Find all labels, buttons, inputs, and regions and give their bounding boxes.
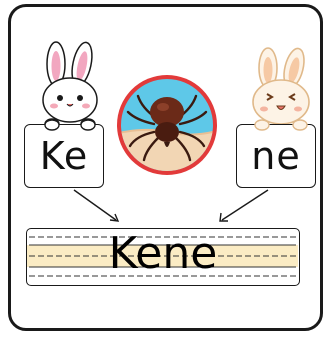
white-bunny-icon: [42, 41, 98, 130]
tick-icon: [117, 75, 217, 175]
handwriting-lines: [27, 236, 298, 277]
beige-bunny-icon: [252, 47, 310, 132]
arrow-right-to-word: [219, 189, 269, 222]
arrow-left-to-word: [73, 189, 120, 222]
syllable-box-right: ne: [236, 124, 316, 188]
white-bunny-paws: [44, 119, 96, 131]
word-writing-box: Kene: [26, 228, 300, 286]
syllable-left-text: Ke: [39, 134, 89, 178]
word-text: Kene: [108, 228, 218, 279]
beige-bunny-paws: [254, 119, 308, 131]
syllable-box-left: Ke: [24, 124, 104, 188]
syllable-right-text: ne: [251, 134, 301, 178]
